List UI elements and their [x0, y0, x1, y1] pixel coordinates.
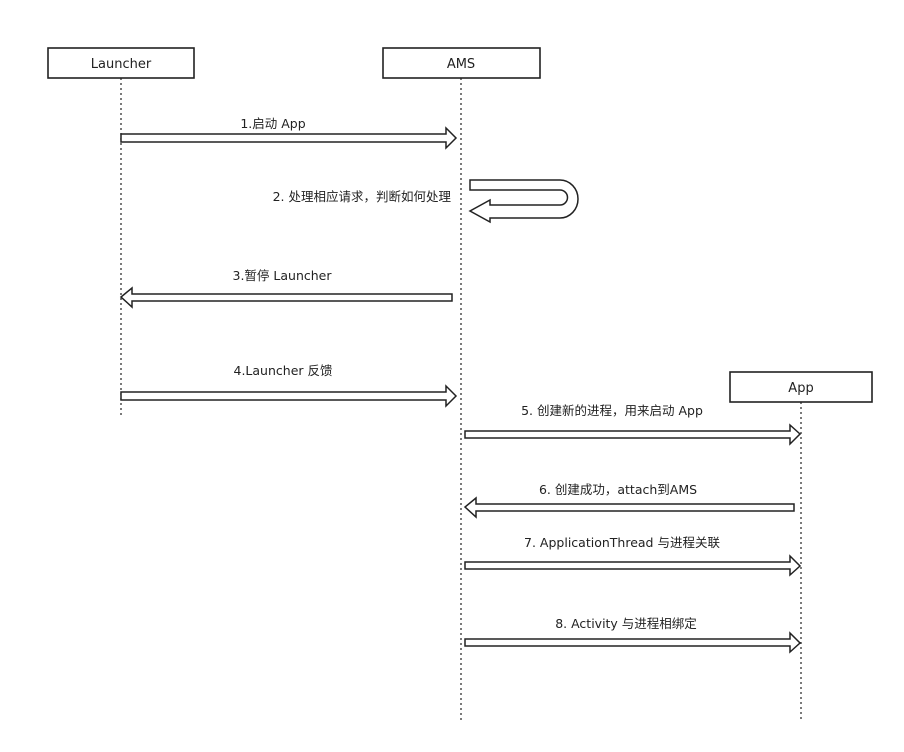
participant-app-label: App [788, 381, 813, 396]
message-3-arrow [119, 286, 453, 309]
message-7-arrow [464, 554, 802, 577]
message-2-arrow [468, 179, 579, 224]
participant-launcher-label: Launcher [91, 57, 152, 72]
participant-ams: AMS [382, 47, 541, 79]
participant-app: App [729, 371, 873, 403]
message-4-label: 4.Launcher 反馈 [234, 363, 333, 378]
message-1-label: 1.启动 App [240, 116, 305, 131]
message-2: 2. 处理相应请求，判断如何处理 [273, 179, 579, 224]
message-3: 3.暂停 Launcher [119, 268, 453, 309]
message-8: 8. Activity 与进程相绑定 [464, 616, 802, 654]
message-7-label: 7. ApplicationThread 与进程关联 [524, 535, 720, 550]
message-4-arrow [120, 384, 458, 408]
message-6-arrow [463, 496, 795, 519]
message-6-label: 6. 创建成功，attach到AMS [539, 482, 697, 497]
participant-launcher: Launcher [47, 47, 195, 79]
message-1: 1.启动 App [120, 116, 458, 150]
message-5-arrow [464, 423, 802, 446]
message-5: 5. 创建新的进程，用来启动 App [464, 403, 802, 446]
message-8-arrow [464, 631, 802, 654]
message-7: 7. ApplicationThread 与进程关联 [464, 535, 802, 577]
message-4: 4.Launcher 反馈 [120, 363, 458, 408]
message-5-label: 5. 创建新的进程，用来启动 App [521, 403, 703, 418]
message-6: 6. 创建成功，attach到AMS [463, 482, 795, 519]
message-8-label: 8. Activity 与进程相绑定 [555, 616, 697, 631]
message-3-label: 3.暂停 Launcher [233, 268, 333, 283]
message-2-label: 2. 处理相应请求，判断如何处理 [273, 189, 452, 204]
message-1-arrow [120, 126, 458, 150]
participant-ams-label: AMS [447, 57, 475, 72]
